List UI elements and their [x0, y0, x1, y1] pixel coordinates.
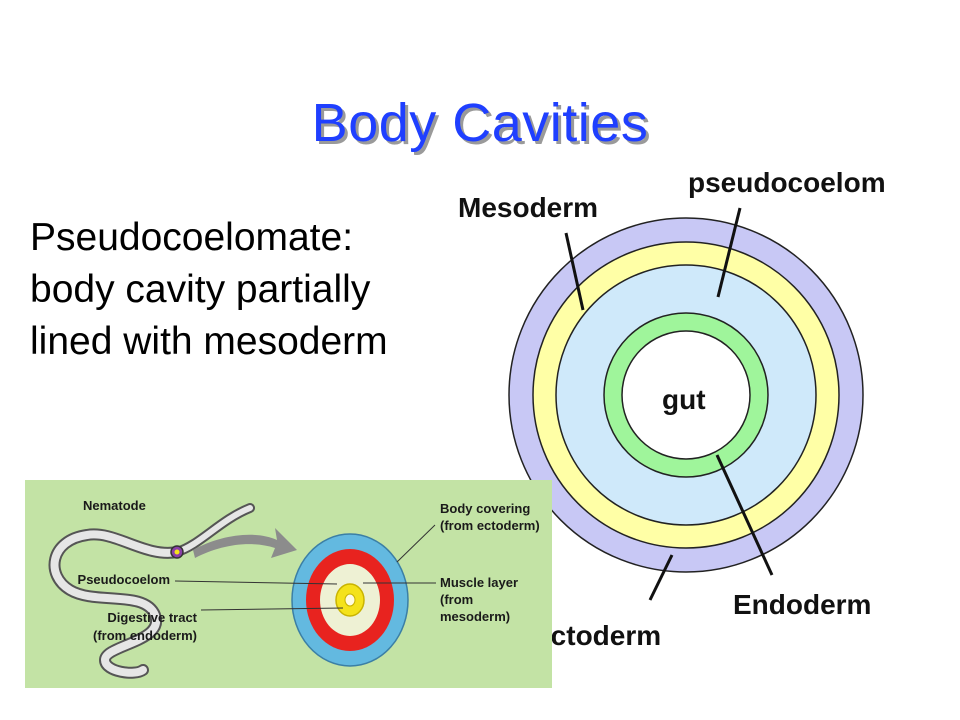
ectoderm-pointer: [648, 554, 674, 601]
muscle-label-1: Muscle layer: [440, 575, 518, 590]
magnify-arrow: [193, 528, 297, 558]
nematode-worm-highlight: [50, 530, 181, 677]
definition-line-3: lined with mesoderm: [30, 320, 388, 363]
endoderm-pointer: [715, 454, 774, 576]
pseudocoelom-pointer: [716, 207, 742, 298]
gut-lumen: [621, 330, 751, 460]
endoderm-label: Endoderm: [733, 589, 871, 620]
digestive-label-1: Digestive tract: [107, 610, 197, 625]
definition-line-2: body cavity partially: [30, 268, 371, 311]
digestive-pointer: [200, 607, 344, 611]
mesoderm-pointer: [564, 232, 585, 311]
body-covering-pointer: [396, 524, 436, 563]
pseudocoelom-panel-label: Pseudocoelom: [78, 572, 170, 587]
nematode-illustration: Nematode Body covering (from ectoderm) P…: [25, 480, 552, 688]
mesoderm-label: Mesoderm: [458, 192, 598, 223]
body-covering-label-2: (from ectoderm): [440, 518, 540, 533]
definition-line-1: Pseudocoelomate:: [30, 216, 354, 259]
pseudocoelom-pointer-small: [174, 580, 338, 585]
digestive-label-2: (from endoderm): [93, 628, 197, 643]
slide-title: Body Cavities: [311, 93, 649, 153]
nematode-tail-highlight: [174, 505, 253, 555]
digestive-tract-lumen: [344, 593, 356, 607]
muscle-label-3: mesoderm): [440, 609, 510, 624]
pseudocoelom-label: pseudocoelom: [688, 167, 886, 198]
definition-text: Pseudocoelomate: body cavity partially l…: [30, 212, 500, 368]
nematode-label: Nematode: [83, 498, 146, 513]
body-covering-label-1: Body covering: [440, 501, 530, 516]
ectoderm-label: Ectoderm: [532, 620, 661, 651]
muscle-label-2: (from: [440, 592, 473, 607]
nematode-illustration-svg: Nematode Body covering (from ectoderm) P…: [48, 498, 540, 679]
gut-label: gut: [662, 384, 706, 415]
cross-section-marker-core: [174, 549, 180, 555]
